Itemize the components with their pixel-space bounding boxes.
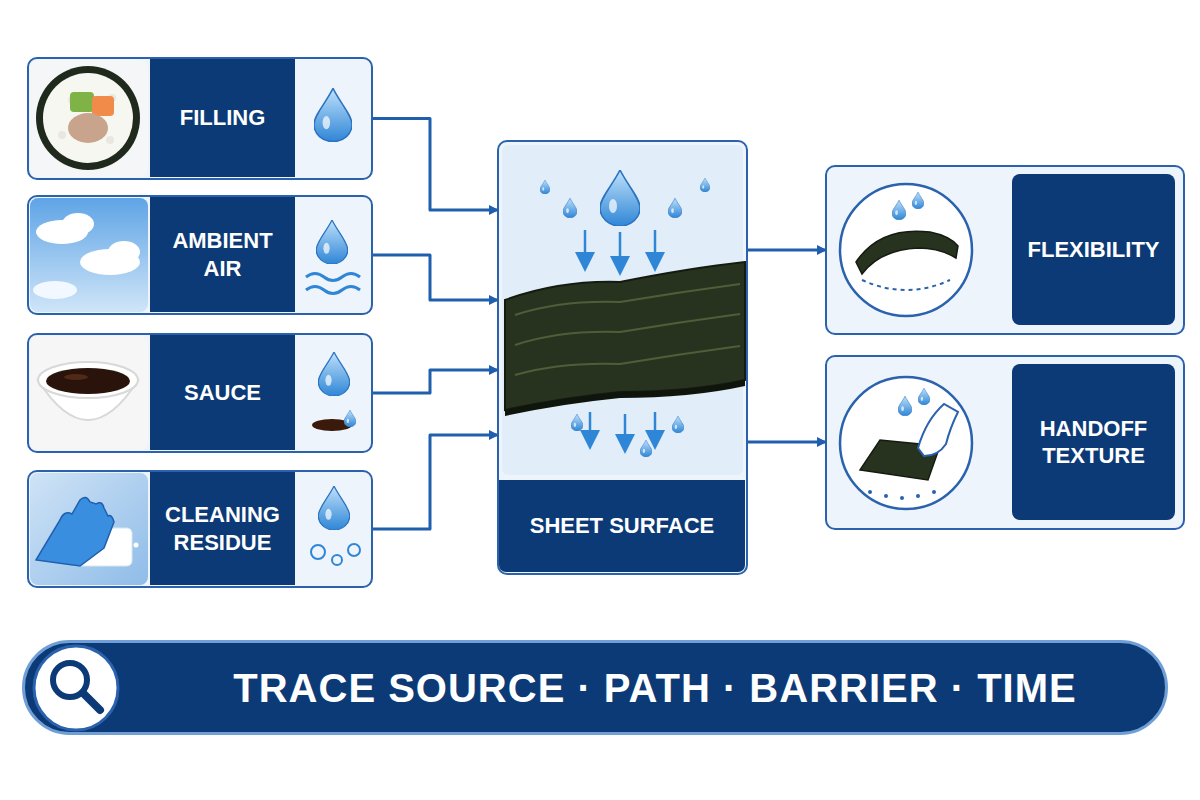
flow-arrow xyxy=(373,370,497,393)
surface-box: SHEET SURFACE xyxy=(497,140,748,575)
flow-arrow xyxy=(748,249,825,252)
magnifier-icon xyxy=(34,646,118,730)
node-label: SAUCE xyxy=(150,335,295,450)
sauce-illustration xyxy=(30,336,148,450)
flow-arrow xyxy=(373,435,497,529)
method-band: TRACE SOURCE · PATH · BARRIER · TIME xyxy=(22,640,1168,735)
node-label: HANDOFF TEXTURE xyxy=(1012,364,1175,520)
handoff-icon xyxy=(840,377,972,509)
source-box: CLEANING RESIDUE xyxy=(27,470,373,588)
flow-arrow xyxy=(748,441,825,444)
node-label: CLEANING RESIDUE xyxy=(150,472,295,585)
source-box: AMBIENT AIR xyxy=(27,195,373,315)
node-label: SHEET SURFACE xyxy=(499,480,745,572)
flow-arrow xyxy=(373,119,497,211)
source-box: SAUCE xyxy=(27,333,373,453)
effect-box: FLEXIBILITY xyxy=(825,165,1185,335)
flow-arrow xyxy=(373,255,497,300)
method-text: TRACE SOURCE · PATH · BARRIER · TIME xyxy=(155,643,1155,733)
node-label: FILLING xyxy=(150,59,295,177)
effect-box: HANDOFF TEXTURE xyxy=(825,355,1185,530)
node-label: AMBIENT AIR xyxy=(150,197,295,312)
nori-sheet-illustration xyxy=(502,145,745,475)
source-box: FILLING xyxy=(27,57,373,180)
cleaning-illustration xyxy=(30,473,148,585)
sky-illustration xyxy=(30,198,148,312)
node-label: FLEXIBILITY xyxy=(1012,174,1175,325)
flexibility-icon xyxy=(840,184,972,316)
sushi-illustration xyxy=(30,60,148,177)
drop-icon xyxy=(306,88,360,565)
